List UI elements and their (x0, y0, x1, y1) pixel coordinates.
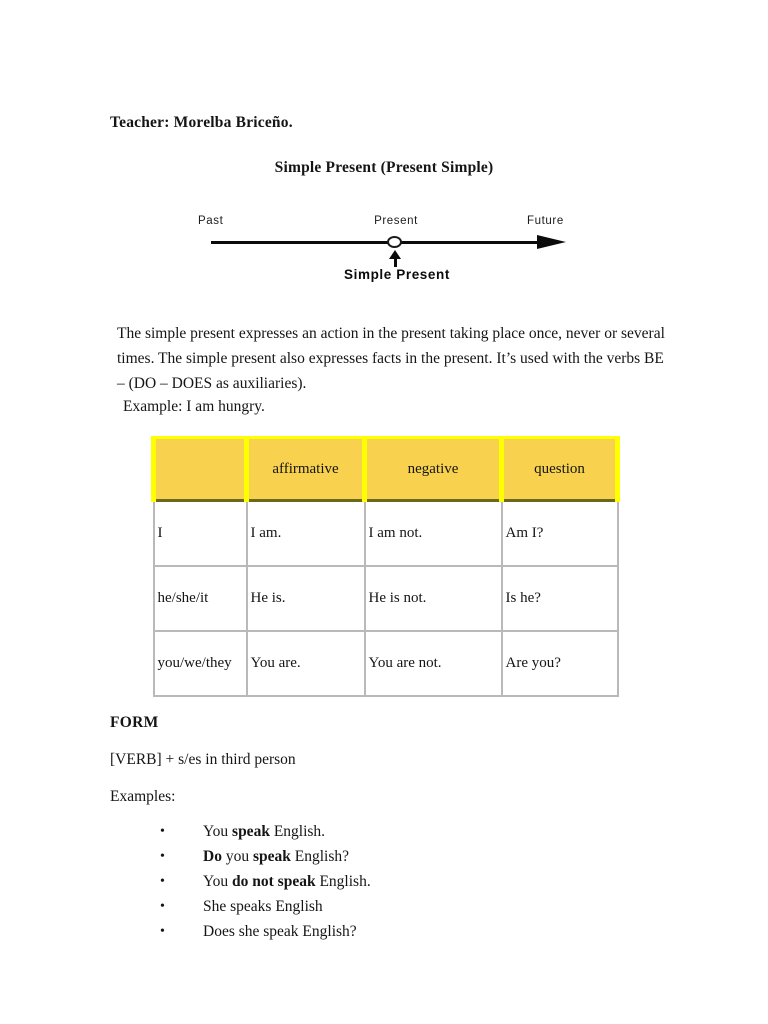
up-arrow-icon (389, 250, 401, 259)
table-header-cell: negative (362, 436, 504, 502)
list-item-text: Do you speak English? (203, 848, 349, 866)
list-item: • Does she speak English? (160, 919, 371, 944)
list-item: • You speak English. (160, 820, 371, 845)
form-rule: [VERB] + s/es in third person (110, 751, 296, 768)
list-item-text: You speak English. (203, 823, 326, 841)
table-cell: He is not. (363, 565, 503, 632)
table-header-cell (151, 436, 249, 502)
table-cell: I am not. (363, 499, 503, 567)
list-item: • Do you speak English? (160, 845, 371, 870)
timeline-present-label: Present (374, 215, 418, 227)
right-arrow-icon (537, 235, 566, 249)
table-cell: I am. (245, 499, 366, 567)
table-cell: Is he? (500, 565, 619, 632)
timeline-axis-line (211, 241, 542, 244)
table-cell: Are you? (500, 630, 619, 697)
table-cell: You are. (245, 630, 366, 697)
timeline-future-label: Future (527, 215, 564, 227)
bullet-icon: • (160, 898, 165, 914)
teacher-line: Teacher: Morelba Briceño. (110, 114, 293, 131)
bullet-icon: • (160, 824, 165, 840)
examples-label: Examples: (110, 788, 176, 805)
table-cell: I (152, 499, 248, 567)
table-header-cell: affirmative (244, 436, 367, 502)
table-cell: he/she/it (152, 565, 248, 632)
bullet-icon: • (160, 849, 165, 865)
table-header-cell: question (499, 436, 620, 502)
timeline-past-label: Past (198, 215, 224, 227)
table-cell: You are not. (363, 630, 503, 697)
table-cell: Am I? (500, 499, 619, 567)
table-cell: you/we/they (152, 630, 248, 697)
list-item: • She speaks English (160, 894, 371, 919)
timeline-now-marker (387, 236, 402, 248)
list-item: • You do not speak English. (160, 870, 371, 895)
list-item-text: She speaks English (203, 897, 323, 915)
timeline-caption: Simple Present (344, 267, 450, 282)
up-arrow-stem (393, 258, 397, 267)
list-item-text: Does she speak English? (203, 922, 357, 940)
bullet-icon: • (160, 923, 165, 939)
table-cell: He is. (245, 565, 366, 632)
timeline-diagram: Past Present Future Simple Present (180, 210, 600, 300)
page-title: Simple Present (Present Simple) (274, 159, 494, 176)
list-item-text: You do not speak English. (203, 872, 371, 890)
intro-paragraph: The simple present expresses an action i… (117, 325, 665, 392)
bullet-icon: • (160, 873, 165, 889)
examples-list: • You speak English. • Do you speak English… (160, 820, 371, 944)
form-heading: FORM (110, 714, 159, 731)
example-line: Example: I am hungry. (123, 398, 265, 415)
